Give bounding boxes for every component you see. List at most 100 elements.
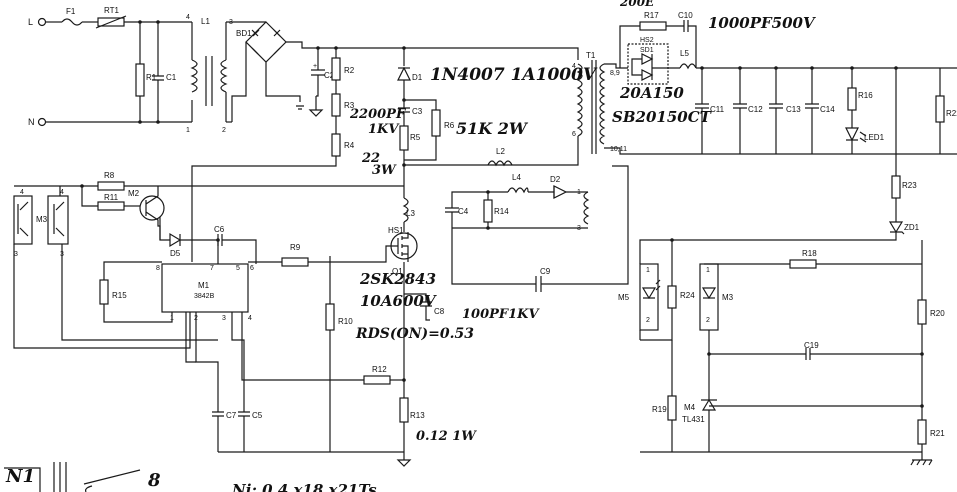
- note-c8: 100PF1KV: [462, 307, 540, 322]
- label-r1: R1: [146, 73, 157, 82]
- svg-text:4: 4: [572, 63, 576, 70]
- line-terminal: [37, 17, 47, 27]
- svg-text:2: 2: [222, 127, 226, 134]
- choke-l1-winding-a: [190, 59, 198, 93]
- resistor-r5: [399, 125, 409, 151]
- label-rt1: RT1: [104, 6, 120, 15]
- svg-text:8,9: 8,9: [610, 70, 620, 77]
- label-r14: R14: [494, 207, 509, 216]
- transformer-t1-aux: [583, 191, 590, 225]
- label-q1: Q1: [392, 267, 403, 276]
- note-bottom-box: [4, 462, 67, 492]
- resistor-r11: [97, 201, 125, 211]
- label-c8: C8: [434, 307, 445, 316]
- label-r5: R5: [410, 133, 421, 142]
- label-c9: C9: [540, 267, 551, 276]
- resistor-r14: [483, 199, 493, 223]
- resistor-r1: [135, 63, 145, 97]
- ac-input-section: L N F1 RT1 4 1 R1 C1 L1 3 2: [28, 6, 266, 134]
- svg-text:4: 4: [248, 315, 252, 322]
- note-c10: 1000PF500V: [708, 14, 816, 32]
- note-bottom-arrow: [83, 469, 141, 492]
- label-r6: R6: [444, 121, 455, 130]
- primary-snubber-section: D1 C3 R6 R5 4 T1 6 L2: [397, 46, 597, 198]
- note-q1-c: RDS(ON)=0.53: [355, 326, 474, 342]
- label-l5: L5: [680, 49, 689, 58]
- svg-text:7: 7: [210, 265, 214, 272]
- label-m2: M2: [128, 189, 140, 198]
- label-bd1: BD1: [236, 29, 252, 38]
- label-r11: R11: [104, 193, 119, 202]
- label-l3: L3: [406, 209, 415, 218]
- label-c1: C1: [166, 73, 177, 82]
- label-d1: D1: [412, 73, 423, 82]
- diode-d2: [553, 185, 568, 199]
- label-r10: R10: [338, 317, 353, 326]
- label-c19: C19: [804, 341, 819, 350]
- label-r16: R16: [858, 91, 873, 100]
- svg-text:1: 1: [706, 267, 710, 274]
- label-t1: T1: [586, 51, 596, 60]
- transformer-t1-primary: [576, 63, 583, 137]
- resistor-r13: [399, 397, 409, 423]
- label-c4: C4: [458, 207, 469, 216]
- resistor-r10: [325, 303, 335, 331]
- note-sd1-a: 20A150: [619, 84, 684, 102]
- ground-secondary: [910, 459, 933, 466]
- optocoupler-left: [13, 195, 33, 245]
- note-q1-b: 10A600V: [360, 292, 437, 310]
- label-hs1: HS1: [388, 226, 404, 235]
- label-d5: D5: [170, 249, 181, 258]
- capacitor-c5: [231, 312, 250, 452]
- capacitor-c11: [695, 68, 709, 154]
- capacitor-c19: [709, 348, 922, 360]
- note-bottom-n1: N1: [5, 466, 35, 487]
- label-m1-part: 3842B: [194, 293, 215, 300]
- handwritten-annotations: 1N4007 1A1000V 1000PF500V 2200PF 1KV 51K…: [4, 0, 816, 492]
- ic-m1-3842b: [161, 263, 249, 313]
- note-bottom-winding: Ni: 0.4 x18 x21Ts: [231, 481, 377, 492]
- svg-text:+: +: [313, 63, 317, 70]
- label-f1: F1: [66, 7, 76, 16]
- label-c12: C12: [748, 105, 763, 114]
- label-r3: R3: [344, 101, 355, 110]
- line-terminal-label: L: [28, 17, 33, 27]
- label-r23: R23: [902, 181, 917, 190]
- resistor-r18: [789, 259, 817, 269]
- label-r2: R2: [344, 66, 355, 75]
- note-r6: 51K 2W: [456, 119, 529, 138]
- label-m3-right: M3: [722, 293, 734, 302]
- note-sd1-b: SB20150CT: [612, 108, 713, 126]
- label-c7: C7: [226, 411, 237, 420]
- bridge-bd1: [245, 21, 287, 63]
- neutral-terminal-label: N: [28, 117, 35, 127]
- resistor-r15: [99, 279, 109, 305]
- label-zd1: ZD1: [904, 223, 920, 232]
- label-c14: C14: [820, 105, 835, 114]
- svg-text:1: 1: [646, 267, 650, 274]
- label-c2: C2: [324, 71, 335, 80]
- resistor-r24: [667, 285, 677, 309]
- fuse-f1-symbol: [61, 18, 83, 26]
- resistor-r4: [331, 133, 341, 157]
- label-l2: L2: [496, 147, 505, 156]
- label-c3: C3: [412, 107, 423, 116]
- note-bottom-8: 8: [147, 470, 161, 491]
- svg-text:8: 8: [156, 265, 160, 272]
- svg-text:3: 3: [222, 315, 226, 322]
- svg-text:5: 5: [236, 265, 240, 272]
- label-r13: R13: [410, 411, 425, 420]
- optocoupler-m3: [47, 195, 69, 245]
- label-r20: R20: [930, 309, 945, 318]
- secondary-output-section: 8,9 10,11 HS2 SD1 L5 R17 C10 C11 C12 C13…: [599, 11, 957, 155]
- label-m3-left: M3: [36, 215, 48, 224]
- label-r9: R9: [290, 243, 301, 252]
- capacitor-c7: [195, 312, 224, 452]
- resistor-r23: [891, 175, 901, 199]
- shunt-regulator-m4: [701, 398, 717, 411]
- heatsink-hs2: [627, 43, 669, 85]
- label-c10: C10: [678, 11, 693, 20]
- note-r5-b: 3W: [372, 163, 397, 178]
- label-c5: C5: [252, 411, 263, 420]
